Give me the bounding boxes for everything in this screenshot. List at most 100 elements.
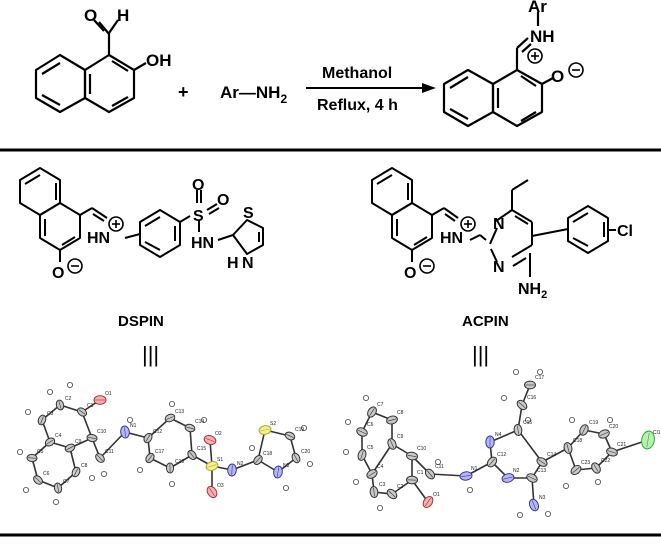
- aldehyde-h-label: H: [117, 6, 129, 25]
- acpin-atom-label-o1: O1: [433, 492, 440, 498]
- dspin-atom-label-c4: C4: [55, 433, 62, 439]
- dspin-atom-label-n2: N2: [237, 461, 244, 467]
- acpin-atom-label-c14: C14: [547, 452, 556, 458]
- acpin-h-3: [363, 395, 368, 400]
- acpin-h-13: [607, 417, 612, 422]
- acpin-h-6: [353, 479, 358, 484]
- acpin-atom-label-c18: C18: [573, 438, 582, 444]
- dspin-atom-label-o1: O1: [105, 391, 112, 397]
- dspin-atom-label-c3: C3: [47, 411, 54, 417]
- acpin-minus-icon: [420, 259, 434, 273]
- acpin-atom-label-c7: C7: [377, 402, 384, 408]
- dspin-atom-label-c14: C14: [195, 419, 204, 425]
- dspin-ring-nitrogen-label: N: [242, 255, 254, 272]
- acpin-h-11: [517, 512, 522, 517]
- acpin-atom-label-n3: N3: [539, 495, 546, 501]
- acpin-atom-label-c20: C20: [609, 424, 618, 430]
- dspin-h-15: [307, 461, 312, 466]
- acpin-h-5: [343, 449, 348, 454]
- dspin-plus-icon: [109, 217, 123, 231]
- dspin-h-16: [283, 485, 288, 490]
- dspin-atom-label-c6: C6: [43, 471, 50, 477]
- acpin-atom-label-c2: C2: [397, 484, 404, 490]
- acpin-h-9: [467, 487, 472, 492]
- dspin-atom-label-c7: C7: [63, 479, 70, 485]
- acpin-atom-label-c15: C15: [523, 420, 532, 426]
- dspin-sulfonamide-hn-label: HN: [191, 235, 214, 252]
- dspin-oxygen2-label: O: [217, 192, 229, 209]
- dspin-atom-label-c9: C9: [75, 439, 82, 445]
- acpin-atom-label-c16: C16: [527, 395, 536, 401]
- acpin-chlorine-label: Cl: [617, 223, 633, 240]
- acpin-nh2-text: NH: [518, 281, 541, 298]
- dspin-atom-label-n3: N3: [283, 463, 290, 469]
- acpin-atom-label-n2: N2: [513, 468, 520, 474]
- acpin-atom-label-c22: C22: [601, 458, 610, 464]
- acpin-atom-label-c8: C8: [397, 410, 404, 416]
- acpin-h-14: [595, 479, 600, 484]
- acpin-atom-label-c23: C23: [581, 460, 590, 466]
- dspin-h-2: [25, 409, 30, 414]
- dspin-atom-label-c16: C16: [175, 459, 184, 465]
- aldehyde-o-label: O: [84, 6, 97, 25]
- dspin-atom-label-c13: C13: [175, 409, 184, 415]
- dspin-atom-label-c1: C1: [87, 403, 94, 409]
- acpin-n2-label: N: [493, 259, 505, 276]
- dspin-minus-icon: [68, 259, 82, 273]
- acpin-atom-label-c1: C1: [417, 470, 424, 476]
- acpin-bond-3: [518, 430, 542, 462]
- acpin-atom-label-c11: C11: [435, 464, 444, 470]
- dspin-h-4: [23, 487, 28, 492]
- dspin-h-9: [169, 401, 174, 406]
- acpin-crystal-structure: C17C16C15C7C8C6C9C5C4C10C11N4C12N1C14C18…: [343, 369, 660, 517]
- dspin-tautomer-symbol: |||: [142, 342, 159, 367]
- acpin-atom-label-c9: C9: [397, 434, 404, 440]
- dspin-h-12: [137, 467, 142, 472]
- acpin-h-15: [563, 483, 568, 488]
- amine-label: Ar—NH2: [220, 83, 287, 106]
- dspin-atom-label-c2: C2: [65, 396, 72, 402]
- dspin-h-7: [101, 471, 106, 476]
- acpin-atom-label-n4: N4: [495, 432, 502, 438]
- reactant-naphthaldehyde: [36, 20, 146, 112]
- acpin-tautomer-symbol: |||: [472, 342, 489, 367]
- acpin-h-4: [345, 419, 350, 424]
- dspin-atom-label-c5: C5: [37, 449, 44, 455]
- dspin-atom-label-c10: C10: [97, 429, 106, 435]
- plus-sign: +: [178, 82, 189, 102]
- acpin-h-12: [569, 417, 574, 422]
- product-nh-label: NH: [530, 27, 555, 46]
- dspin-ring-sulfur-label: S: [243, 205, 254, 222]
- acpin-nh2-subscript: 2: [541, 289, 547, 301]
- dspin-h-6: [89, 475, 94, 480]
- acpin-h-2: [501, 395, 506, 400]
- acpin-name: ACPIN: [462, 313, 509, 330]
- dspin-atom-label-c11: C11: [105, 449, 114, 455]
- acpin-h-0: [537, 369, 542, 374]
- acpin-atom-label-c5: C5: [367, 445, 374, 451]
- acpin-plus-icon: [461, 217, 475, 231]
- dspin-h-8: [127, 417, 132, 422]
- acpin-atom-label-c4: C4: [377, 464, 384, 470]
- dspin-o-minus-label: O: [52, 265, 64, 282]
- acpin-atom-label-c3: C3: [379, 482, 386, 488]
- acpin-atom-label-c13: C13: [537, 468, 546, 474]
- reaction-arrow: [306, 83, 436, 93]
- dspin-crystal-structure: O1C1C2C3C4C5C6C7C8C9C10C11N1C12C13C14C15…: [17, 382, 312, 504]
- dspin-atom-label-c18: C18: [263, 451, 272, 457]
- dspin-atom-label-o2: O2: [215, 431, 222, 437]
- dspin-atom-label-n1: N1: [130, 423, 137, 429]
- acpin-h-10: [545, 511, 550, 516]
- dspin-h-11: [169, 481, 174, 486]
- dspin-atom-label-c12: C12: [153, 429, 162, 435]
- dspin-h-13: [249, 445, 254, 450]
- acpin-n1-label: N: [493, 216, 505, 233]
- dspin-structure: [20, 168, 263, 262]
- condition-solvent: Methanol: [322, 65, 392, 82]
- acpin-atom-label-c21: C21: [617, 442, 626, 448]
- product-oxide-label: O: [551, 67, 564, 86]
- hydroxyl-label: OH: [146, 51, 172, 70]
- dspin-h-3: [17, 449, 22, 454]
